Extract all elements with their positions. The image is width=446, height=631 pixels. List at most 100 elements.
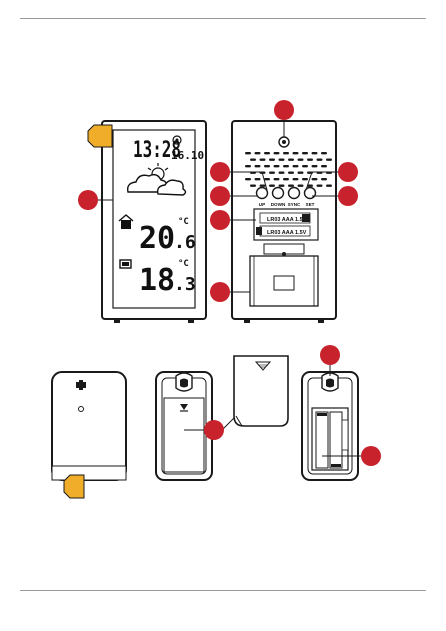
button-up[interactable] [255,186,269,200]
callout-marker-hanging-hole [274,100,294,120]
vent-slot [297,184,304,187]
radio-signal-icon [172,135,182,145]
button-label-up: UP [259,202,265,207]
button-label-sync: SYNC [288,202,301,207]
sensor-open-hanging-slot-inner [326,378,334,388]
button-label-set: SET [306,202,315,207]
vent-slot [264,152,270,155]
vent-slot [245,152,251,155]
sensor-led-indicator [78,406,84,412]
vent-slot [292,152,299,155]
vent-slot [254,152,261,155]
vent-slot [264,165,270,168]
callout-marker-sensor-slot [320,345,340,365]
indoor-temperature-unit: °C [178,217,189,227]
button-label-down: DOWN [271,202,286,207]
stand-hinge-pin [282,252,286,256]
vent-slot [326,184,332,187]
vent-slot [254,165,261,168]
vent-slot [288,171,294,174]
vent-slot [311,152,318,155]
sensor-back-view [155,371,213,481]
vent-slot [283,152,289,155]
vent-slot [321,152,327,155]
callout-marker-sync [338,186,358,206]
outdoor-temperature-decimal: .3 [174,274,196,295]
vent-slot [245,165,251,168]
vent-slot [297,171,304,174]
vent-slot [273,178,280,181]
callout-line-up [230,171,268,191]
outdoor-icon [119,259,132,269]
lcd-frame [112,129,196,309]
stand-notch [273,275,295,291]
outdoor-temperature-unit: °C [178,259,189,269]
button-sync[interactable] [287,186,301,200]
sensor-battery-cover [163,397,205,473]
vent-slot [302,178,308,181]
detached-battery-cover [184,355,289,440]
vent-slot [278,184,285,187]
vent-slot [250,158,256,161]
button-down[interactable] [271,186,285,200]
top-rule [20,18,426,19]
callout-marker-cover [204,420,224,440]
back-foot-right [318,319,324,323]
vent-slot [283,165,289,168]
sensor-front-base [51,465,127,481]
vent-slot [307,158,313,161]
vent-slot [292,165,299,168]
sensor-logo-icon [76,380,86,390]
vent-slot [278,158,285,161]
sensor-switch-panel [341,419,349,451]
hanging-hole-center [282,140,286,144]
battery-contact-1 [302,214,310,222]
indoor-temperature-value: 20 [139,221,175,256]
vent-slot [259,158,266,161]
indoor-icon [118,214,134,229]
vent-slot [292,178,299,181]
vent-slot [302,152,308,155]
vent-slot [307,184,313,187]
vent-slot [326,158,332,161]
vent-slot [321,178,327,181]
vent-slot [254,178,261,181]
date-display: 16.10 [171,149,204,162]
callout-line-cover-right [221,417,235,431]
indoor-temperature-decimal: .6 [174,232,196,253]
front-foot-right [188,319,194,323]
battery-contact-2 [256,227,262,235]
vent-slot [321,165,327,168]
vent-slot [316,184,323,187]
speaker-vents [245,152,332,187]
sensor-open-view [301,345,381,481]
weather-forecast-icon [126,163,187,196]
stand [249,255,319,307]
callout-marker-stand [210,282,230,302]
callout-marker-display [78,190,98,210]
vent-slot [269,184,275,187]
back-foot-left [244,319,250,323]
battery-2-label: LR03 AAA 1.5V [267,230,307,236]
callout-marker-set [338,162,358,182]
battery-1-label: LR03 AAA 1.5V [267,217,307,223]
vent-slot [302,165,308,168]
bottom-rule [20,590,426,591]
sensor-battery-slot-1 [315,411,329,469]
cover-panel [233,355,289,427]
vent-slot [259,184,266,187]
sensor-battery-slot-2 [329,411,343,469]
vent-slot [273,152,280,155]
vent-slot [273,165,280,168]
outdoor-temperature-value: 18 [139,263,175,298]
vent-slot [250,184,256,187]
arrow-down-icon [180,404,188,410]
orange-callout-marker-front [87,124,113,148]
vent-slot [269,158,275,161]
vent-slot [245,178,251,181]
callout-marker-up [210,162,230,182]
orange-callout-marker-sensor [63,474,85,499]
